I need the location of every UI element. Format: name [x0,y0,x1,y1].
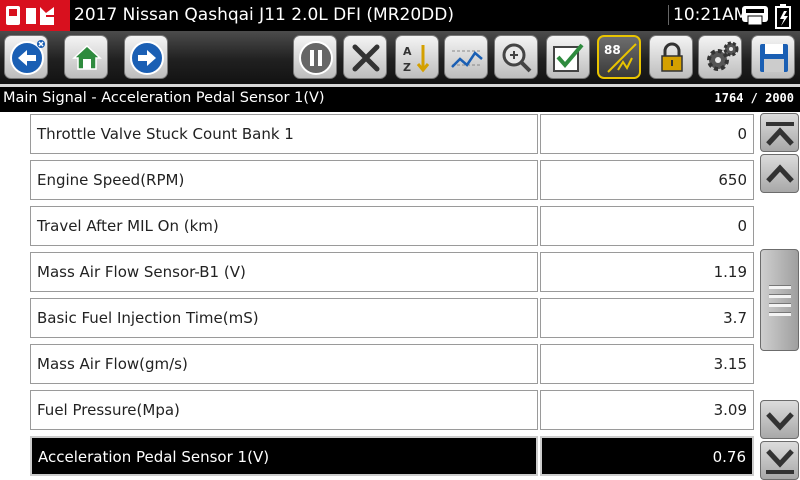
x-icon [352,44,380,72]
lock-button[interactable] [649,35,693,79]
pid-value: 0 [540,114,754,154]
pid-value: 3.15 [540,344,754,384]
pid-row[interactable]: Fuel Pressure(Mpa) 3.09 [30,388,756,432]
pid-icon-label: 88 [604,43,621,57]
pid-view-button[interactable]: 88 [597,35,641,79]
home-icon [72,44,102,70]
pid-name: Basic Fuel Injection Time(mS) [30,298,538,338]
title-bar: 2017 Nissan Qashqai J11 2.0L DFI (MR20DD… [0,0,800,31]
pid-name: Mass Air Flow(gm/s) [30,344,538,384]
pid-row-selected[interactable]: Acceleration Pedal Sensor 1(V) 0.76 [30,434,756,478]
pid-value: 3.7 [540,298,754,338]
chevron-up-icon [766,164,794,183]
save-button[interactable] [751,35,795,79]
pid-name: Fuel Pressure(Mpa) [30,390,538,430]
pid-row[interactable]: Engine Speed(RPM) 650 [30,158,756,202]
main-signal-header: Main Signal - Acceleration Pedal Sensor … [0,84,800,112]
double-chevron-down-icon [766,449,794,474]
pid-icon: 88 [604,43,637,73]
select-button[interactable] [546,35,590,79]
toolbar: A Z 88 [0,31,800,84]
pause-icon [299,41,333,75]
lock-icon [661,42,683,72]
vehicle-menu-button[interactable] [0,0,70,31]
pid-name: Throttle Valve Stuck Count Bank 1 [30,114,538,154]
scroll-bottom-button[interactable] [760,441,799,480]
frame-counter: 1764 / 2000 [714,91,794,105]
magnifier-icon [502,43,532,73]
settings-button[interactable] [698,35,742,79]
scrollbar [759,112,800,480]
graph-icon [451,50,483,68]
pid-row[interactable]: Travel After MIL On (km) 0 [30,204,756,248]
forward-arrow-icon [130,41,164,75]
zoom-button[interactable] [494,35,538,79]
pid-row[interactable]: Basic Fuel Injection Time(mS) 3.7 [30,296,756,340]
pid-value: 650 [540,160,754,200]
clock: 10:21AM [668,5,748,25]
pid-name: Acceleration Pedal Sensor 1(V) [30,436,538,476]
forward-button[interactable] [124,35,168,79]
graph-view-button[interactable] [444,35,488,79]
pid-value: 3.09 [540,390,754,430]
status-icons [740,3,798,33]
pid-list: Throttle Valve Stuck Count Bank 1 0 Engi… [30,112,756,480]
header-divider [0,84,800,87]
pid-row[interactable]: Mass Air Flow(gm/s) 3.15 [30,342,756,386]
pid-name: Travel After MIL On (km) [30,206,538,246]
main-signal-label: Main Signal - Acceleration Pedal Sensor … [3,90,325,106]
home-button[interactable] [64,35,108,79]
back-button[interactable] [4,35,48,79]
checkmark-icon [553,43,584,72]
pid-name: Mass Air Flow Sensor-B1 (V) [30,252,538,292]
svg-text:Z: Z [403,61,411,74]
pid-value: 1.19 [540,252,754,292]
scroll-up-button[interactable] [760,154,799,193]
scroll-thumb[interactable] [760,249,799,351]
sort-icon: A Z [403,45,430,74]
scanner-logo-icon [6,6,54,25]
floppy-icon [760,44,788,72]
pid-name: Engine Speed(RPM) [30,160,538,200]
pause-button[interactable] [293,35,337,79]
pid-row[interactable]: Mass Air Flow Sensor-B1 (V) 1.19 [30,250,756,294]
scroll-top-button[interactable] [760,113,799,152]
double-chevron-up-icon [766,122,794,146]
gear-icon [707,41,739,71]
printer-icon [742,6,768,26]
sort-button[interactable]: A Z [395,35,439,79]
pid-value: 0.76 [540,436,754,476]
back-arrow-icon [10,40,45,75]
chevron-down-icon [766,412,794,431]
vehicle-title: 2017 Nissan Qashqai J11 2.0L DFI (MR20DD… [74,5,454,25]
scroll-down-button[interactable] [760,400,799,439]
clear-button[interactable] [343,35,387,79]
pid-value: 0 [540,206,754,246]
pid-row[interactable]: Throttle Valve Stuck Count Bank 1 0 [30,112,756,156]
svg-text:A: A [403,45,412,58]
battery-icon [775,4,791,29]
